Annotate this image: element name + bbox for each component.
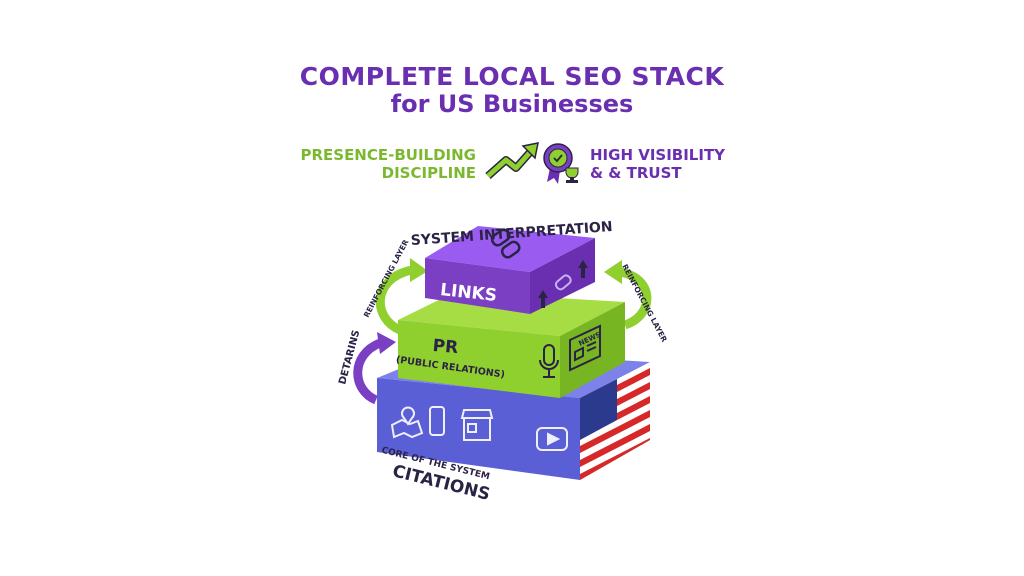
microphone-icon [539, 344, 559, 378]
right-reinforcing-arrow [604, 260, 652, 330]
us-flag-icon [580, 362, 650, 480]
video-play-icon [536, 427, 568, 451]
page-subtitle: for US Businesses [390, 90, 634, 118]
phone-icon [429, 406, 445, 436]
pr-layer [398, 292, 625, 398]
tagline-left-line2: DISCIPLINE [381, 164, 476, 182]
up-arrow-icon [538, 260, 588, 308]
left-arrow-label: REINFORCING LAYER [362, 238, 411, 319]
links-layer [425, 226, 595, 314]
newspaper-icon [569, 324, 601, 372]
page-title: COMPLETE LOCAL SEO STACK [299, 62, 725, 91]
growth-arrow-icon [485, 142, 539, 179]
tagline-left-line1: PRESENCE-BUILDING [300, 146, 476, 164]
storefront-icon [460, 409, 494, 441]
tagline-left: PRESENCE-BUILDING DISCIPLINE [300, 146, 476, 182]
award-badge-icon [543, 143, 579, 184]
left-reinforcing-arrow [375, 258, 428, 335]
map-pin-icon [390, 406, 424, 439]
tagline-right-line1: HIGH VISIBILITY [590, 146, 726, 164]
tagline-right: HIGH VISIBILITY & & TRUST [590, 146, 725, 182]
chain-link-icon [490, 228, 521, 259]
lower-purple-arrow [353, 332, 396, 405]
pr-label: PR [432, 336, 459, 358]
right-arrow-label: REINFORCING LAYER [620, 263, 669, 344]
tagline-right-line2: & & TRUST [590, 164, 682, 182]
broken-link-icon [554, 274, 572, 291]
